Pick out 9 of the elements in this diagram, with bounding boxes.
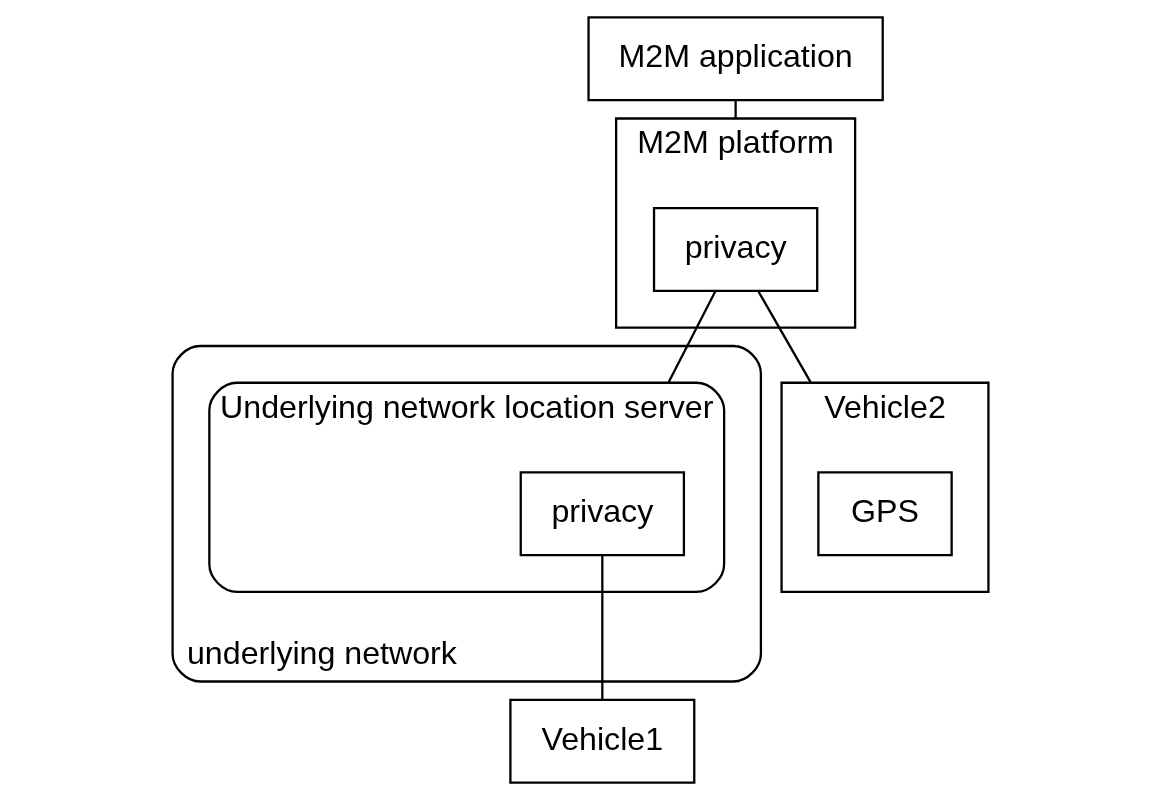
node-box: M2M application bbox=[586, 16, 884, 102]
connector bbox=[734, 100, 737, 119]
node-box: privacy bbox=[652, 206, 818, 292]
connector bbox=[666, 290, 716, 384]
node-box: privacy bbox=[519, 471, 685, 557]
connector bbox=[600, 555, 603, 700]
node-box: Vehicle1 bbox=[508, 698, 695, 784]
node-box: GPS bbox=[816, 471, 953, 557]
connector bbox=[756, 290, 812, 384]
